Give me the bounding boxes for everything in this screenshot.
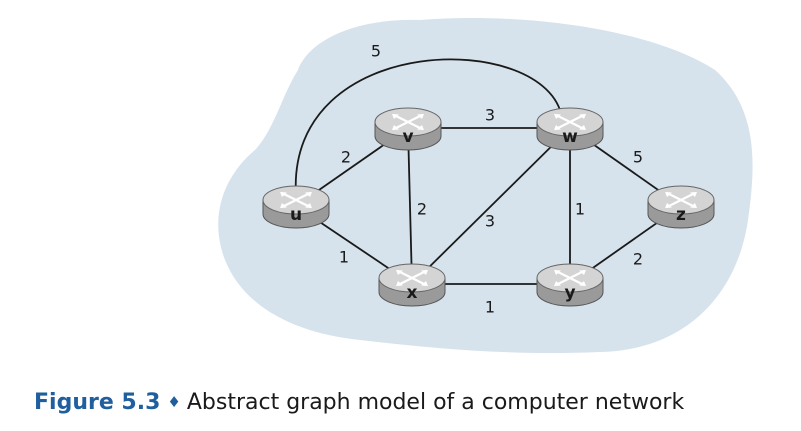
node-v: v (374, 107, 442, 151)
router-arrows-icon (554, 270, 586, 286)
edge-weight-label: 2 (341, 148, 351, 167)
diamond-icon: ♦ (167, 393, 181, 411)
edge-u-w: 5 (295, 42, 563, 196)
node-label: y (564, 283, 575, 303)
node-label: w (562, 127, 578, 147)
edge-weight-label: 2 (633, 250, 643, 269)
edge-weight-label: 5 (371, 42, 381, 61)
router-icon (378, 263, 446, 307)
edge-w-y: 1 (569, 128, 585, 284)
edge-weight-label: 1 (339, 248, 349, 267)
router-arrows-icon (665, 192, 697, 208)
node-label: v (402, 127, 413, 147)
router-icon (262, 185, 330, 229)
figure-caption: Figure 5.3 ♦ Abstract graph model of a com… (34, 390, 684, 415)
edge-weight-label: 2 (417, 200, 427, 219)
edge-v-x: 2 (407, 127, 427, 285)
nodes-layer: u v w x y z (262, 107, 715, 307)
caption-text: Abstract graph model of a computer netwo… (186, 390, 685, 415)
network-graph-diagram: 5 2 1 3 2 3 1 5 1 2 u v w x y z (218, 18, 753, 354)
router-icon (536, 263, 604, 307)
node-label: z (676, 205, 686, 225)
router-arrows-icon (396, 270, 428, 286)
router-arrows-icon (554, 114, 586, 130)
edge-weight-label: 5 (633, 148, 643, 167)
figure-number: Figure 5.3 (34, 390, 161, 415)
edge-weight-label: 1 (485, 298, 495, 317)
router-icon (536, 107, 604, 151)
node-z: z (647, 185, 715, 229)
network-cloud-background (218, 18, 753, 354)
router-icon (647, 185, 715, 229)
edge-w-x: 3 (411, 127, 571, 285)
node-label: x (407, 283, 418, 303)
node-x: x (378, 263, 446, 307)
router-arrows-icon (392, 114, 424, 130)
edge-weight-label: 3 (485, 212, 495, 231)
edge-weight-label: 3 (485, 106, 495, 125)
edge-weight-label: 1 (575, 200, 585, 219)
edge-line (407, 127, 413, 285)
router-arrows-icon (280, 192, 312, 208)
node-u: u (262, 185, 330, 229)
edge-line (411, 127, 571, 285)
node-y: y (536, 263, 604, 307)
router-icon (374, 107, 442, 151)
edge-line (295, 58, 563, 196)
node-label: u (290, 205, 302, 225)
node-w: w (536, 107, 604, 151)
